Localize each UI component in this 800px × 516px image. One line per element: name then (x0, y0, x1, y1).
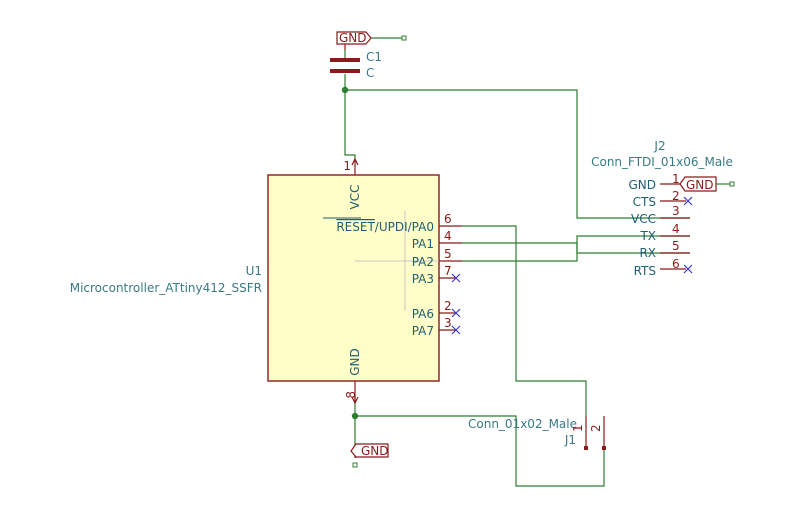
u1-body (267, 174, 440, 382)
j2-pin-2-num: 2 (672, 189, 680, 203)
gnd-power-flag-bottom: GND (350, 443, 389, 468)
u1-pin-gnd-label: GND (348, 348, 362, 376)
j1-pin-1-num: 1 (571, 424, 585, 432)
no-connect-pa7 (451, 325, 461, 335)
j1-connector: Conn_01x02_Male J1 1 2 (468, 416, 606, 450)
u1-pin-3-num: 3 (444, 316, 452, 330)
gnd-bottom-label: GND (361, 444, 389, 458)
wires (344, 50, 690, 487)
no-connect-pa3 (451, 273, 461, 283)
u1-pin-pa7-label: PA7 (412, 324, 434, 338)
no-connect-cts (683, 196, 693, 206)
j2-pin-gnd-label: GND (628, 178, 656, 192)
u1-pin-5-num: 5 (444, 247, 452, 261)
j2-pin-vcc-label: VCC (631, 212, 656, 226)
u1-pin-vcc-label: VCC (348, 185, 362, 210)
j1-pin-2-num: 2 (589, 424, 603, 432)
j1-value: Conn_01x02_Male (468, 417, 577, 431)
wire-vcc-to-j2 (345, 89, 690, 219)
capacitor-c1: C1 C (330, 50, 382, 80)
u1-pin-pa3-label: PA3 (412, 272, 434, 286)
u1-pin-6-num: 6 (444, 212, 452, 226)
wire-gnd-to-j1 (355, 415, 605, 487)
j2-pin-1-num: 1 (672, 172, 680, 186)
j2-pin-6-num: 6 (672, 257, 680, 271)
j2-pin-rx-label: RX (639, 246, 656, 260)
u1-microcontroller: U1 Microcontroller_ATtiny412_SSFR 1 VCC … (70, 157, 462, 405)
j2-ftdi-connector: J2 Conn_FTDI_01x06_Male GND 1 GND CTS 2 … (591, 139, 735, 278)
wire-vcc-to-u1 (344, 90, 356, 160)
u1-pin-pa1-label: PA1 (412, 237, 434, 251)
u1-pin-1-num: 1 (343, 159, 351, 173)
j2-pin-rts-label: RTS (634, 264, 656, 278)
u1-pin-pa0-label: RESET/UPDI/PA0 (336, 220, 434, 234)
j2-value: Conn_FTDI_01x06_Male (591, 155, 733, 169)
j2-pin-cts-label: CTS (633, 195, 656, 209)
u1-pin-updi-pa0: /UPDI/PA0 (375, 220, 434, 234)
c1-ref: C1 (366, 50, 382, 64)
j2-pin-3-num: 3 (672, 204, 680, 218)
wire-pa2-to-tx (462, 235, 690, 262)
wire-updi-to-j1 (462, 225, 587, 416)
u1-value: Microcontroller_ATtiny412_SSFR (70, 281, 262, 295)
j2-ref: J2 (653, 139, 665, 153)
no-connect-pa6 (451, 308, 461, 318)
j2-gnd-flag-label: GND (686, 178, 714, 192)
gnd-power-flag-top: GND (336, 31, 407, 50)
u1-pin-pa2-label: PA2 (412, 255, 434, 269)
j2-pin-5-num: 5 (672, 239, 680, 253)
c1-value: C (366, 66, 374, 80)
j1-ref: J1 (564, 433, 576, 447)
gnd-top-label: GND (339, 31, 367, 45)
j2-pin-4-num: 4 (672, 222, 680, 236)
j2-pin-tx-label: TX (639, 229, 656, 243)
u1-pin-8-num: 8 (344, 391, 358, 399)
u1-pin-2-num: 2 (444, 299, 452, 313)
u1-ref: U1 (246, 264, 262, 278)
u1-pin-4-num: 4 (444, 229, 452, 243)
no-connect-rts (683, 264, 693, 274)
u1-pin-7-num: 7 (444, 264, 452, 278)
u1-pin-pa6-label: PA6 (412, 307, 434, 321)
u1-pin-reset-overbar: RESET (336, 220, 375, 234)
junction-gnd (351, 412, 359, 420)
junction-vcc (341, 86, 349, 94)
